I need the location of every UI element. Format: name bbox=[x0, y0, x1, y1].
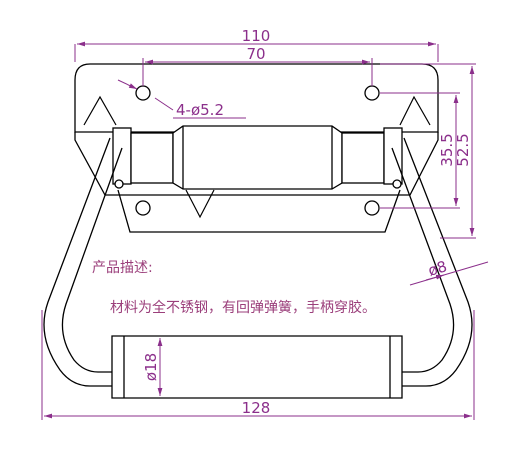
mounting-holes bbox=[135, 85, 380, 216]
dim-handle-width: 128 bbox=[242, 399, 271, 417]
dimension-lines bbox=[41, 41, 489, 420]
wire-handle bbox=[43, 137, 473, 387]
dimension-labels: 110 70 4-ø5.2 35.5 52.5 ø8 ø18 128 bbox=[142, 27, 472, 417]
hole-bottom-left bbox=[135, 200, 151, 216]
hole-bottom-right bbox=[364, 200, 380, 216]
description-title: 产品描述: bbox=[92, 260, 153, 276]
dim-holes: 4-ø5.2 bbox=[176, 101, 224, 119]
description-text: 材料为全不锈钢，有回弹弹簧，手柄穿胶。 bbox=[110, 299, 376, 316]
dim-height-outer: 52.5 bbox=[454, 133, 472, 166]
base-plate bbox=[74, 63, 439, 233]
dim-hole-spacing: 70 bbox=[246, 45, 265, 63]
dim-wire-diameter: ø8 bbox=[426, 257, 449, 280]
grip-tube bbox=[111, 335, 403, 399]
dim-height-inner: 35.5 bbox=[438, 133, 456, 166]
hole-top-left bbox=[135, 85, 151, 101]
plate-notches bbox=[83, 95, 431, 219]
product-description: 产品描述: 材料为全不锈钢，有回弹弹簧，手柄穿胶。 bbox=[92, 260, 376, 316]
hinge-assembly bbox=[112, 125, 403, 190]
dim-overall-width: 110 bbox=[242, 27, 271, 45]
hole-top-right bbox=[364, 85, 380, 101]
dim-grip-diameter: ø18 bbox=[142, 353, 160, 381]
